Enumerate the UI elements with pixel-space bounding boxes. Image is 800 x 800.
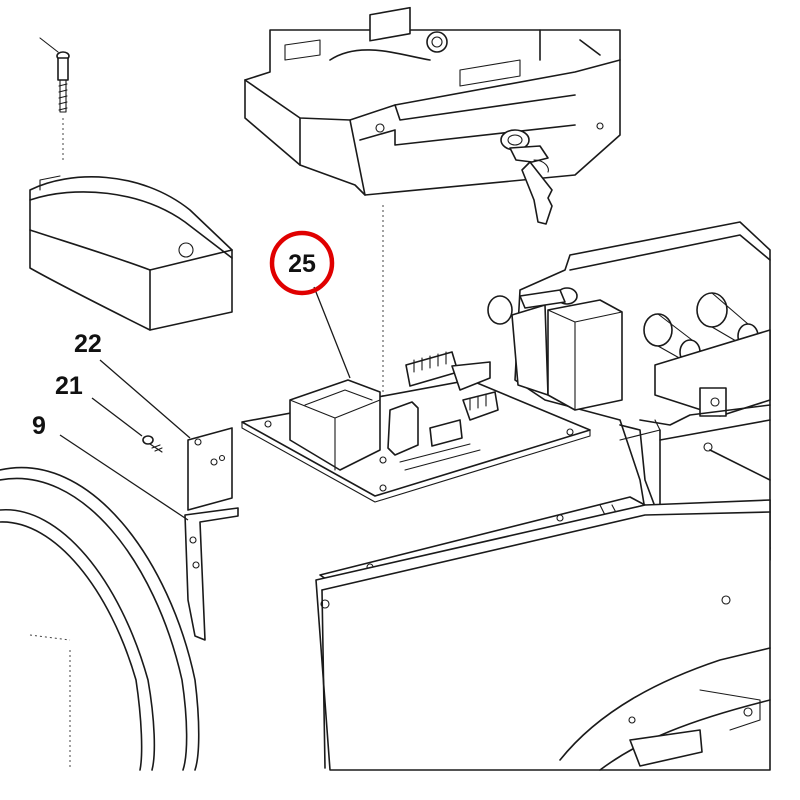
- control-unit-housing: [244, 6, 621, 225]
- screw-21: [142, 435, 163, 453]
- highlight-ring: [269, 230, 335, 296]
- leader-9: [59, 434, 189, 521]
- wheel-ring: [0, 467, 200, 771]
- callout-22: 22: [74, 330, 102, 358]
- bolt-screw: [39, 37, 70, 160]
- leader-22: [99, 359, 191, 439]
- base-plate: [315, 499, 771, 771]
- leader-21: [91, 397, 143, 437]
- key-icon: [500, 129, 553, 225]
- bracket-9: [184, 507, 239, 641]
- callout-25: 25: [288, 250, 316, 278]
- callout-9: 9: [32, 412, 46, 440]
- circuit-board: [241, 351, 591, 503]
- bracket-22: [187, 427, 233, 511]
- callout-21: 21: [55, 372, 83, 400]
- leader-25: [313, 286, 351, 379]
- cover-lid: [29, 175, 233, 331]
